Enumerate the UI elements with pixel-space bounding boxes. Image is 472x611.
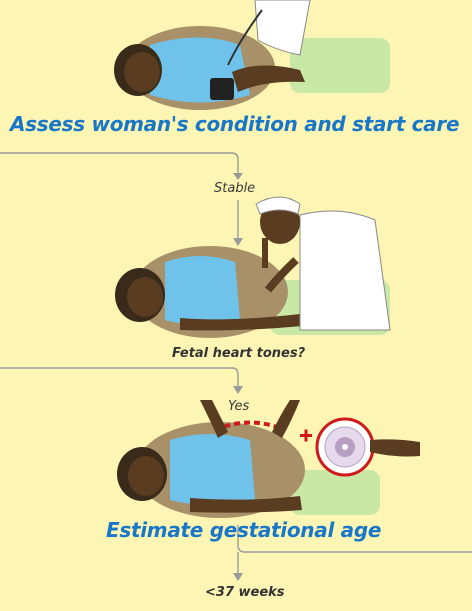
branch-stable: Stable bbox=[214, 181, 255, 196]
arrow-icon bbox=[233, 386, 243, 394]
pregnant-woman-bp-illustration bbox=[114, 0, 390, 110]
arrow-icon bbox=[233, 573, 243, 581]
branch-yes: Yes bbox=[228, 399, 249, 414]
step-assess: Assess woman's condition and start care bbox=[10, 112, 459, 136]
connector-line bbox=[0, 153, 238, 178]
branch-under-37-weeks: <37 weeks bbox=[205, 585, 285, 600]
gestational-wheel-illustration bbox=[317, 419, 420, 475]
step-estimate-gestational-age: Estimate gestational age bbox=[106, 518, 381, 542]
step-fetal-heart-tones: Fetal heart tones? bbox=[172, 346, 305, 361]
arrow-icon bbox=[233, 173, 243, 180]
nurse-fetoscope-illustration bbox=[115, 197, 390, 338]
arrow-icon bbox=[233, 238, 243, 246]
plus-icon bbox=[300, 430, 312, 442]
connector-line bbox=[0, 368, 238, 392]
